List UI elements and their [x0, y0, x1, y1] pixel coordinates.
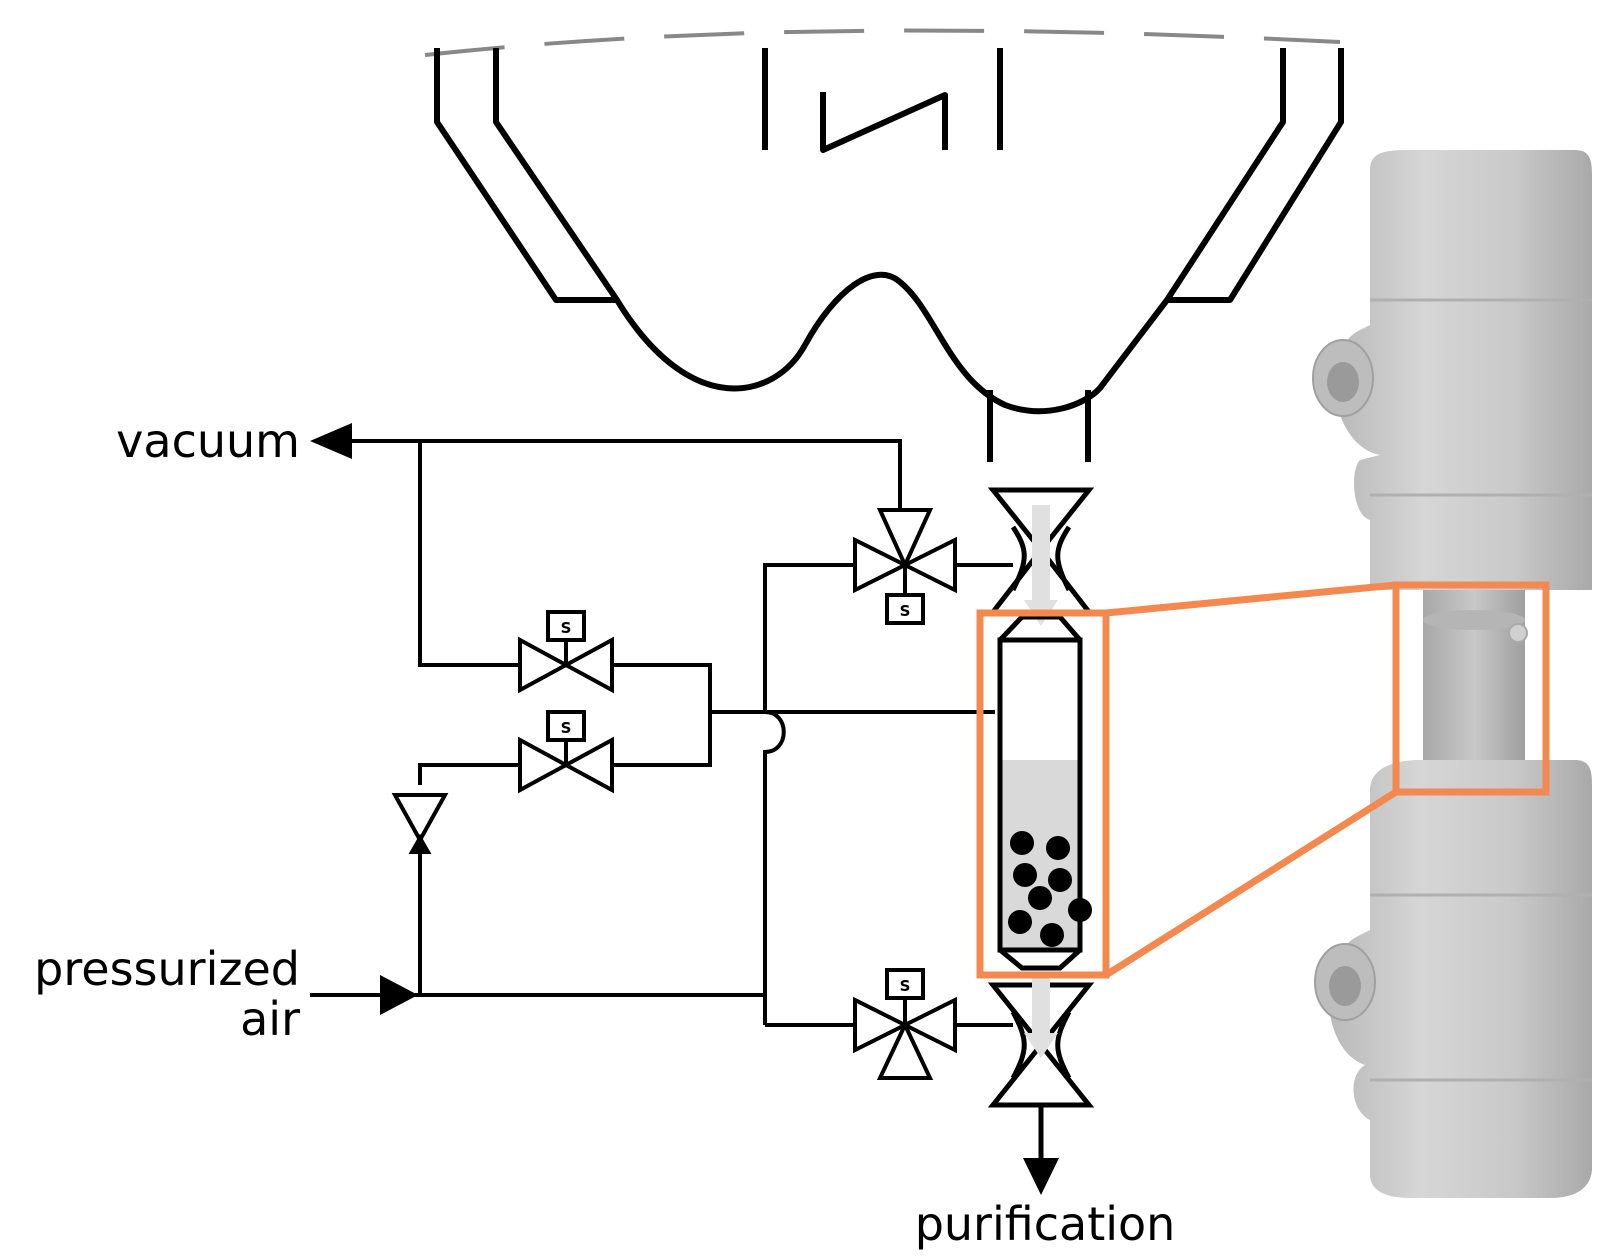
callout-line-bottom [1104, 789, 1398, 978]
vacuum-arrow-icon [310, 423, 352, 459]
device-rendering [1312, 150, 1592, 1198]
vessel-outer-right-wall [1167, 48, 1344, 303]
highlight-callout [976, 581, 1550, 979]
valve-3way-icon [853, 968, 957, 1080]
callout-line-top [1105, 581, 1397, 617]
air-label: air [240, 992, 300, 1046]
particle-dot [1008, 910, 1032, 934]
pressurized-label: pressurized [34, 942, 300, 996]
vessel-outer-left-wall [434, 48, 617, 303]
vessel-top-dashed-edge [424, 28, 1341, 57]
particle-dot [1040, 923, 1064, 947]
air-inlet-arrow-icon [380, 975, 418, 1015]
particle-dot [1046, 836, 1070, 860]
stirrer-zigzag [820, 92, 948, 153]
valve-2way-icon [518, 610, 614, 694]
particle-dot [1068, 898, 1092, 922]
vessel-inner-left-wall [493, 48, 1170, 415]
purification-label: purification [915, 1197, 1176, 1251]
purification-arrow-icon [1023, 1158, 1059, 1195]
upper-flow-arrow-shaft [1032, 505, 1050, 605]
particle-dot [1048, 868, 1072, 892]
valve-2way-icon [518, 710, 614, 794]
particle-dot [1028, 886, 1052, 910]
solenoid-label: S [900, 977, 911, 995]
process-piping [310, 439, 1013, 1027]
check-valve [391, 793, 449, 854]
solenoid-label: S [561, 719, 572, 737]
vacuum-label: vacuum [116, 414, 300, 468]
valve-3way-icon [853, 508, 957, 625]
particle-dot [1010, 831, 1034, 855]
arrow-icon [408, 833, 432, 854]
particle-dot [1013, 863, 1037, 887]
solenoid-label: S [561, 619, 572, 637]
lower-flow-arrow-shaft [1032, 975, 1050, 1035]
chamber-highlight-box [976, 609, 1110, 979]
lower-flow-arrow-head [1024, 1033, 1058, 1058]
particles [1008, 831, 1092, 947]
device-lower-housing [1328, 760, 1592, 1198]
outlet-pipe [987, 390, 1091, 462]
solenoid-label: S [900, 602, 911, 620]
device-upper-housing [1334, 150, 1592, 590]
device-highlight-box [1392, 581, 1550, 796]
vessel-inner-right-wall [1164, 48, 1286, 302]
reactor-vessel [424, 28, 1344, 415]
